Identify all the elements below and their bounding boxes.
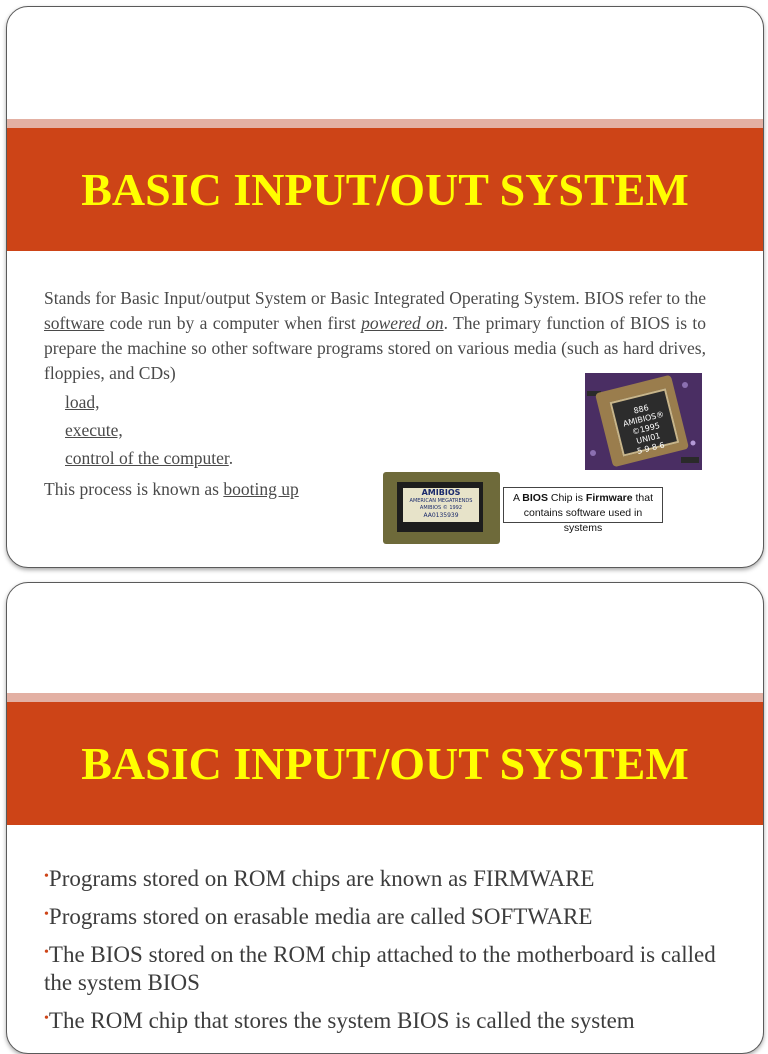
caption-line-2: contains software used in systems bbox=[523, 507, 643, 534]
bullet-text: Programs stored on ROM chips are known a… bbox=[48, 866, 595, 891]
powered-on-link[interactable]: powered on bbox=[361, 313, 444, 333]
amibios-brand: AMIBIOS bbox=[421, 488, 461, 497]
bullet-dot-icon: • bbox=[44, 945, 49, 960]
title-band: BASIC INPUT/OUT SYSTEM bbox=[7, 702, 763, 825]
bullet-text: The ROM chip that stores the system BIOS… bbox=[48, 1008, 635, 1033]
list-item-execute: execute, bbox=[65, 420, 123, 441]
list-item-load: load, bbox=[65, 392, 100, 413]
bios-chip-photo: 886 AMIBIOS® ©1995 UNI01 5 9 8 6 bbox=[585, 373, 702, 470]
bullet-item: •Programs stored on ROM chips are known … bbox=[44, 863, 724, 893]
slide-title: BASIC INPUT/OUT SYSTEM bbox=[81, 164, 689, 215]
title-accent-line bbox=[7, 119, 763, 128]
amibios-copyright: AMIBIOS © 1992 bbox=[419, 505, 463, 511]
list-item-control: control of the computer. bbox=[65, 448, 233, 469]
bullet-text: The BIOS stored on the ROM chip attached… bbox=[44, 942, 716, 995]
load-link[interactable]: load, bbox=[65, 392, 100, 412]
amibios-serial: AA0135939 bbox=[423, 512, 459, 519]
chip-die: 886 AMIBIOS® ©1995 UNI01 5 9 8 6 bbox=[609, 388, 680, 459]
bullet-item: •The BIOS stored on the ROM chip attache… bbox=[44, 939, 724, 997]
bullet-list: •Programs stored on ROM chips are known … bbox=[44, 863, 724, 1043]
bullet-dot-icon: • bbox=[44, 869, 49, 884]
caption-firmware-bold: Firmware bbox=[585, 492, 633, 504]
slide-title: BASIC INPUT/OUT SYSTEM bbox=[81, 738, 689, 789]
title-band: BASIC INPUT/OUT SYSTEM bbox=[7, 128, 763, 251]
caption-part-c: Chip is bbox=[547, 492, 586, 504]
caption-bios-bold: BIOS bbox=[522, 492, 548, 504]
list-item-period: . bbox=[228, 448, 234, 468]
control-link[interactable]: control of the computer bbox=[65, 448, 229, 468]
intro-text-1: Stands for Basic Input/output System or … bbox=[44, 288, 706, 308]
amibios-company: AMERICAN MEGATRENDS bbox=[409, 498, 473, 504]
slide-1: BASIC INPUT/OUT SYSTEM Stands for Basic … bbox=[6, 6, 764, 568]
intro-text-3: . The primary function of BIOS is to pre… bbox=[44, 313, 706, 383]
eprom-chip: AMIBIOS AMERICAN MEGATRENDS AMIBIOS © 19… bbox=[397, 482, 483, 532]
intro-text-2: code run by a computer when first bbox=[104, 313, 362, 333]
title-accent-line bbox=[7, 693, 763, 702]
booting-up-link[interactable]: booting up bbox=[223, 479, 299, 499]
caption-line-1: A BIOS Chip is Firmware that bbox=[504, 491, 662, 506]
bullet-dot-icon: • bbox=[44, 1011, 49, 1026]
bullet-dot-icon: • bbox=[44, 907, 49, 922]
software-link[interactable]: software bbox=[44, 313, 105, 333]
bullet-item: •Programs stored on erasable media are c… bbox=[44, 901, 724, 931]
bullet-text: Programs stored on erasable media are ca… bbox=[48, 904, 593, 929]
amibios-sticker: AMIBIOS AMERICAN MEGATRENDS AMIBIOS © 19… bbox=[403, 488, 479, 522]
caption-part-e: that bbox=[632, 492, 654, 504]
booting-text: This process is known as bbox=[44, 479, 224, 499]
intro-paragraph: Stands for Basic Input/output System or … bbox=[44, 286, 706, 386]
chip-label: 886 AMIBIOS® ©1995 UNI01 5 9 8 6 bbox=[618, 399, 675, 459]
bullet-item: •The ROM chip that stores the system BIO… bbox=[44, 1005, 724, 1035]
amibios-chip-photo: AMIBIOS AMERICAN MEGATRENDS AMIBIOS © 19… bbox=[383, 472, 500, 544]
slide-2: BASIC INPUT/OUT SYSTEM •Programs stored … bbox=[6, 582, 764, 1054]
booting-sentence: This process is known as booting up bbox=[44, 479, 299, 500]
caption-part-a: A bbox=[512, 492, 523, 504]
firmware-caption-box: A BIOS Chip is Firmware that contains so… bbox=[503, 487, 663, 534]
execute-link[interactable]: execute, bbox=[65, 420, 123, 440]
